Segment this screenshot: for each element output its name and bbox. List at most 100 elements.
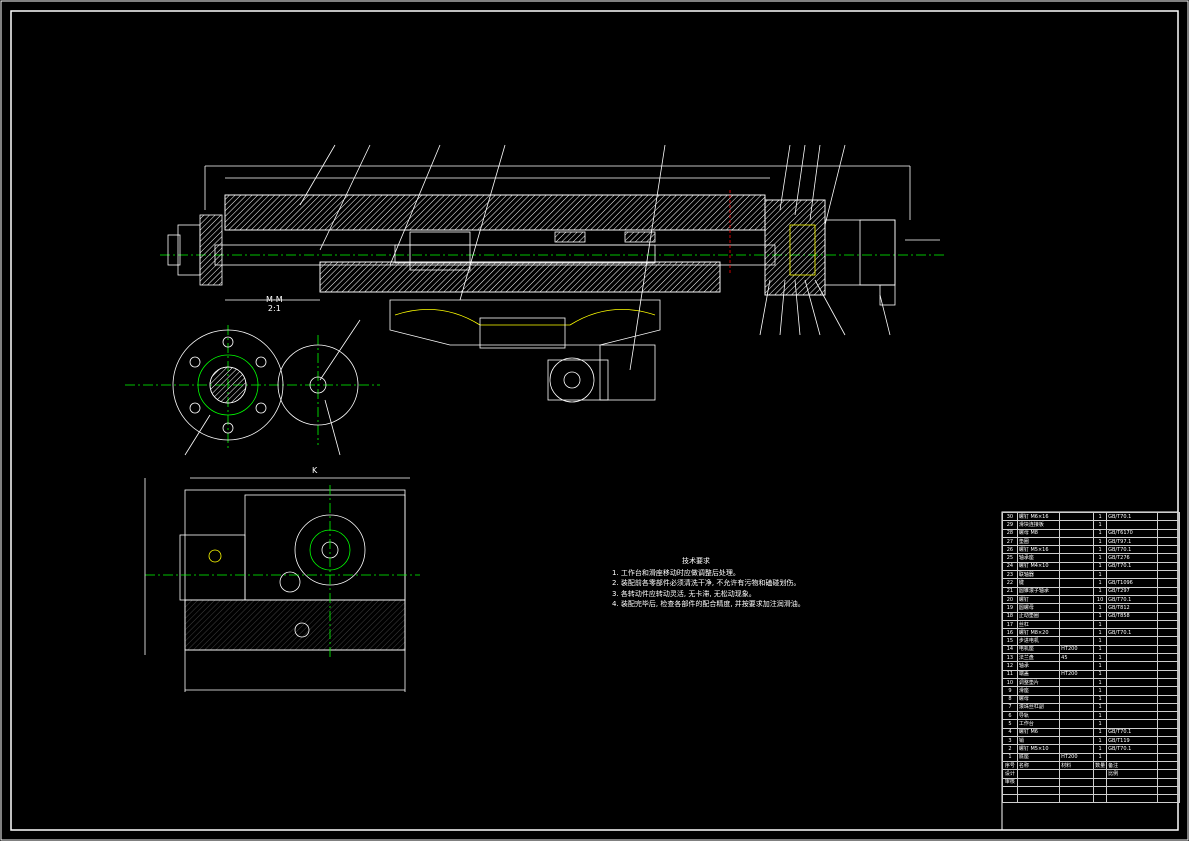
- bom-cell: 29: [1002, 520, 1018, 530]
- bom-cell: 1: [1093, 719, 1108, 729]
- bom-cell: [1059, 611, 1095, 621]
- bom-cell: 15: [1002, 636, 1018, 646]
- bom-cell: 4: [1002, 727, 1018, 738]
- bom-cell: [1157, 694, 1180, 704]
- bom-cell: 1: [1093, 735, 1108, 746]
- bom-cell: [1059, 578, 1095, 588]
- bom-cell: [1059, 586, 1095, 596]
- bom-cell: [1059, 511, 1095, 522]
- bom-cell: GB/T1096: [1106, 578, 1159, 588]
- bom-cell: 2: [1002, 744, 1018, 754]
- bom-cell: 3: [1002, 735, 1018, 746]
- bom-cell: 螺钉 M4×10: [1016, 561, 1061, 572]
- bom-cell: 联轴器: [1016, 570, 1061, 580]
- bom-cell: 1: [1093, 636, 1108, 646]
- bom-cell: [1106, 661, 1159, 671]
- bom-cell: 螺母: [1016, 694, 1061, 704]
- bom-cell: [1106, 711, 1159, 721]
- bom-cell: 1: [1093, 528, 1108, 538]
- bom-cell: 1: [1002, 752, 1018, 762]
- bom-cell: [1059, 769, 1095, 779]
- bom-cell: [1016, 794, 1061, 804]
- bom-cell: [1016, 777, 1061, 787]
- bom-cell: [1106, 520, 1159, 530]
- bom-cell: [1016, 785, 1061, 796]
- view-k-label: K: [312, 466, 318, 475]
- bom-cell: [1002, 785, 1018, 796]
- bom-cell: 调整垫片: [1016, 677, 1061, 688]
- bom-cell: [1059, 711, 1095, 721]
- bom-cell: 螺钉 M5×10: [1016, 744, 1061, 754]
- bom-cell: 14: [1002, 644, 1018, 655]
- bom-cell: 27: [1002, 536, 1018, 547]
- bom-cell: [1059, 636, 1095, 646]
- bom-cell: 1: [1093, 644, 1108, 655]
- bom-cell: 1: [1093, 536, 1108, 547]
- bom-cell: [1157, 744, 1180, 754]
- bom-cell: 13: [1002, 653, 1018, 663]
- bom-cell: 28: [1002, 528, 1018, 538]
- bom-cell: [1093, 769, 1108, 779]
- bom-cell: [1106, 777, 1159, 787]
- bom-cell: [1059, 785, 1095, 796]
- bom-cell: [1059, 727, 1095, 738]
- bom-cell: [1157, 628, 1180, 638]
- bom-cell: 圆锥滚子轴承: [1016, 586, 1061, 596]
- bom-cell: [1059, 794, 1095, 804]
- bom-cell: 1: [1093, 711, 1108, 721]
- main-section-view: [160, 144, 945, 403]
- tech-item: 3. 各转动件应转动灵活, 无卡滞, 无松动现象。: [612, 589, 756, 598]
- bom-cell: 键: [1016, 578, 1061, 588]
- bom-cell: 圆螺母: [1016, 603, 1061, 613]
- bom-cell: 1: [1093, 752, 1108, 762]
- bom-cell: HT200: [1059, 669, 1095, 679]
- bom-cell: 1: [1093, 520, 1108, 530]
- bom-cell: 1: [1093, 694, 1108, 704]
- bom-cell: [1106, 752, 1159, 762]
- bom-cell: [1059, 594, 1095, 605]
- bom-cell: 30: [1002, 511, 1018, 522]
- section-scale: 2:1: [267, 304, 281, 313]
- bom-cell: [1106, 686, 1159, 696]
- bom-cell: 1: [1093, 578, 1108, 588]
- bom-cell: 1: [1093, 545, 1108, 555]
- bom-cell: [1157, 570, 1180, 580]
- bom-cell: 设计: [1002, 769, 1018, 779]
- bom-cell: [1059, 553, 1095, 563]
- bom-cell: 1: [1093, 702, 1108, 713]
- bom-cell: GB/T70.1: [1106, 727, 1159, 738]
- bom-cell: GB/T858: [1106, 611, 1159, 621]
- bom-cell: [1059, 719, 1095, 729]
- bom-cell: GB/T70.1: [1106, 561, 1159, 572]
- bom-cell: [1106, 794, 1159, 804]
- bom-cell: [1059, 686, 1095, 696]
- bom-cell: GB/T6170: [1106, 528, 1159, 538]
- bom-cell: GB/T812: [1106, 603, 1159, 613]
- bom-cell: [1157, 536, 1180, 547]
- bom-cell: 底座: [1016, 752, 1061, 762]
- bom-cell: 1: [1093, 669, 1108, 679]
- bom-cell: [1157, 636, 1180, 646]
- bom-cell: 1: [1093, 653, 1108, 663]
- bom-cell: 螺钉 M6: [1016, 727, 1061, 738]
- bom-cell: 备注: [1106, 760, 1159, 771]
- bom-cell: [1106, 669, 1159, 679]
- bom-cell: [1059, 536, 1095, 547]
- bom-cell: 16: [1002, 628, 1018, 638]
- bom-cell: 6: [1002, 711, 1018, 721]
